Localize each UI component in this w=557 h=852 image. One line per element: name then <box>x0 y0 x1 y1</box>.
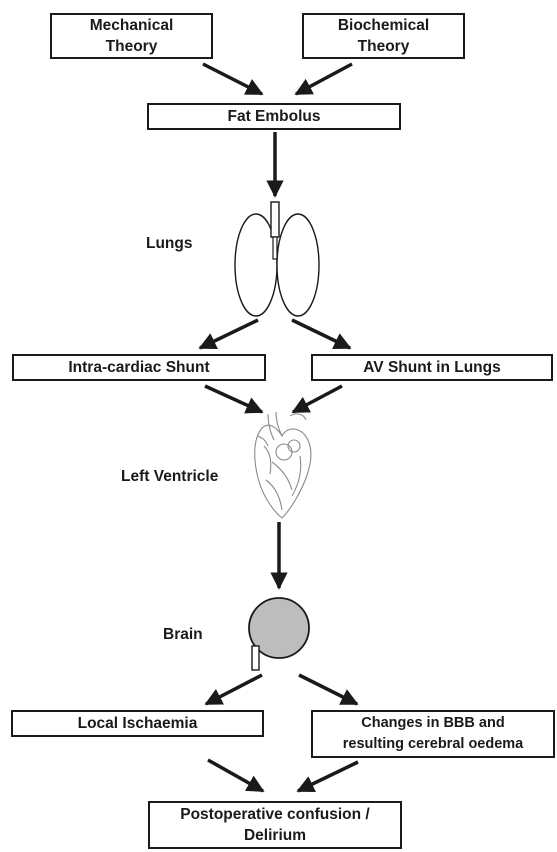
arrow-brain-to-ischaemia <box>206 675 262 704</box>
arrow-bbb-to-postop <box>298 762 358 791</box>
postoperative-box: Postoperative confusion / Delirium <box>148 801 402 849</box>
lungs-icon <box>235 202 319 316</box>
bbb-changes-box: Changes in BBB and resulting cerebral oe… <box>311 710 555 758</box>
intracardiac-shunt-box: Intra-cardiac Shunt <box>12 354 266 381</box>
biochemical-theory-box: Biochemical Theory <box>302 13 465 59</box>
bbb-line-1: Changes in BBB and <box>361 715 504 731</box>
arrow-ischaemia-to-postop <box>208 760 263 791</box>
fat-embolus-box: Fat Embolus <box>147 103 401 130</box>
biochemical-line-1: Biochemical <box>338 17 429 34</box>
mechanical-line-2: Theory <box>106 38 158 55</box>
intracardiac-shunt-label: Intra-cardiac Shunt <box>68 357 209 378</box>
heart-icon <box>255 412 311 518</box>
local-ischaemia-box: Local Ischaemia <box>11 710 264 737</box>
bbb-line-2: resulting cerebral oedema <box>343 736 524 752</box>
mechanical-line-1: Mechanical <box>90 17 174 34</box>
left-ventricle-label: Left Ventricle <box>121 467 218 487</box>
arrow-biochemical-to-embolus <box>296 64 352 94</box>
brain-icon <box>249 598 309 670</box>
brain-label: Brain <box>163 625 203 645</box>
postoperative-line-1: Postoperative confusion / <box>180 806 369 823</box>
arrow-lungs-to-av-shunt <box>292 320 350 348</box>
arrow-mechanical-to-embolus <box>203 64 262 94</box>
postoperative-line-2: Delirium <box>244 827 306 844</box>
arrow-lungs-to-intracardiac <box>200 320 258 348</box>
arrow-intracardiac-to-heart <box>205 386 262 412</box>
local-ischaemia-label: Local Ischaemia <box>78 713 198 734</box>
arrow-brain-to-bbb <box>299 675 357 704</box>
lungs-label: Lungs <box>146 234 193 254</box>
av-shunt-label: AV Shunt in Lungs <box>363 357 500 378</box>
av-shunt-box: AV Shunt in Lungs <box>311 354 553 381</box>
biochemical-line-2: Theory <box>358 38 410 55</box>
mechanical-theory-box: Mechanical Theory <box>50 13 213 59</box>
fat-embolus-label: Fat Embolus <box>227 106 320 127</box>
arrow-av-shunt-to-heart <box>293 386 342 412</box>
